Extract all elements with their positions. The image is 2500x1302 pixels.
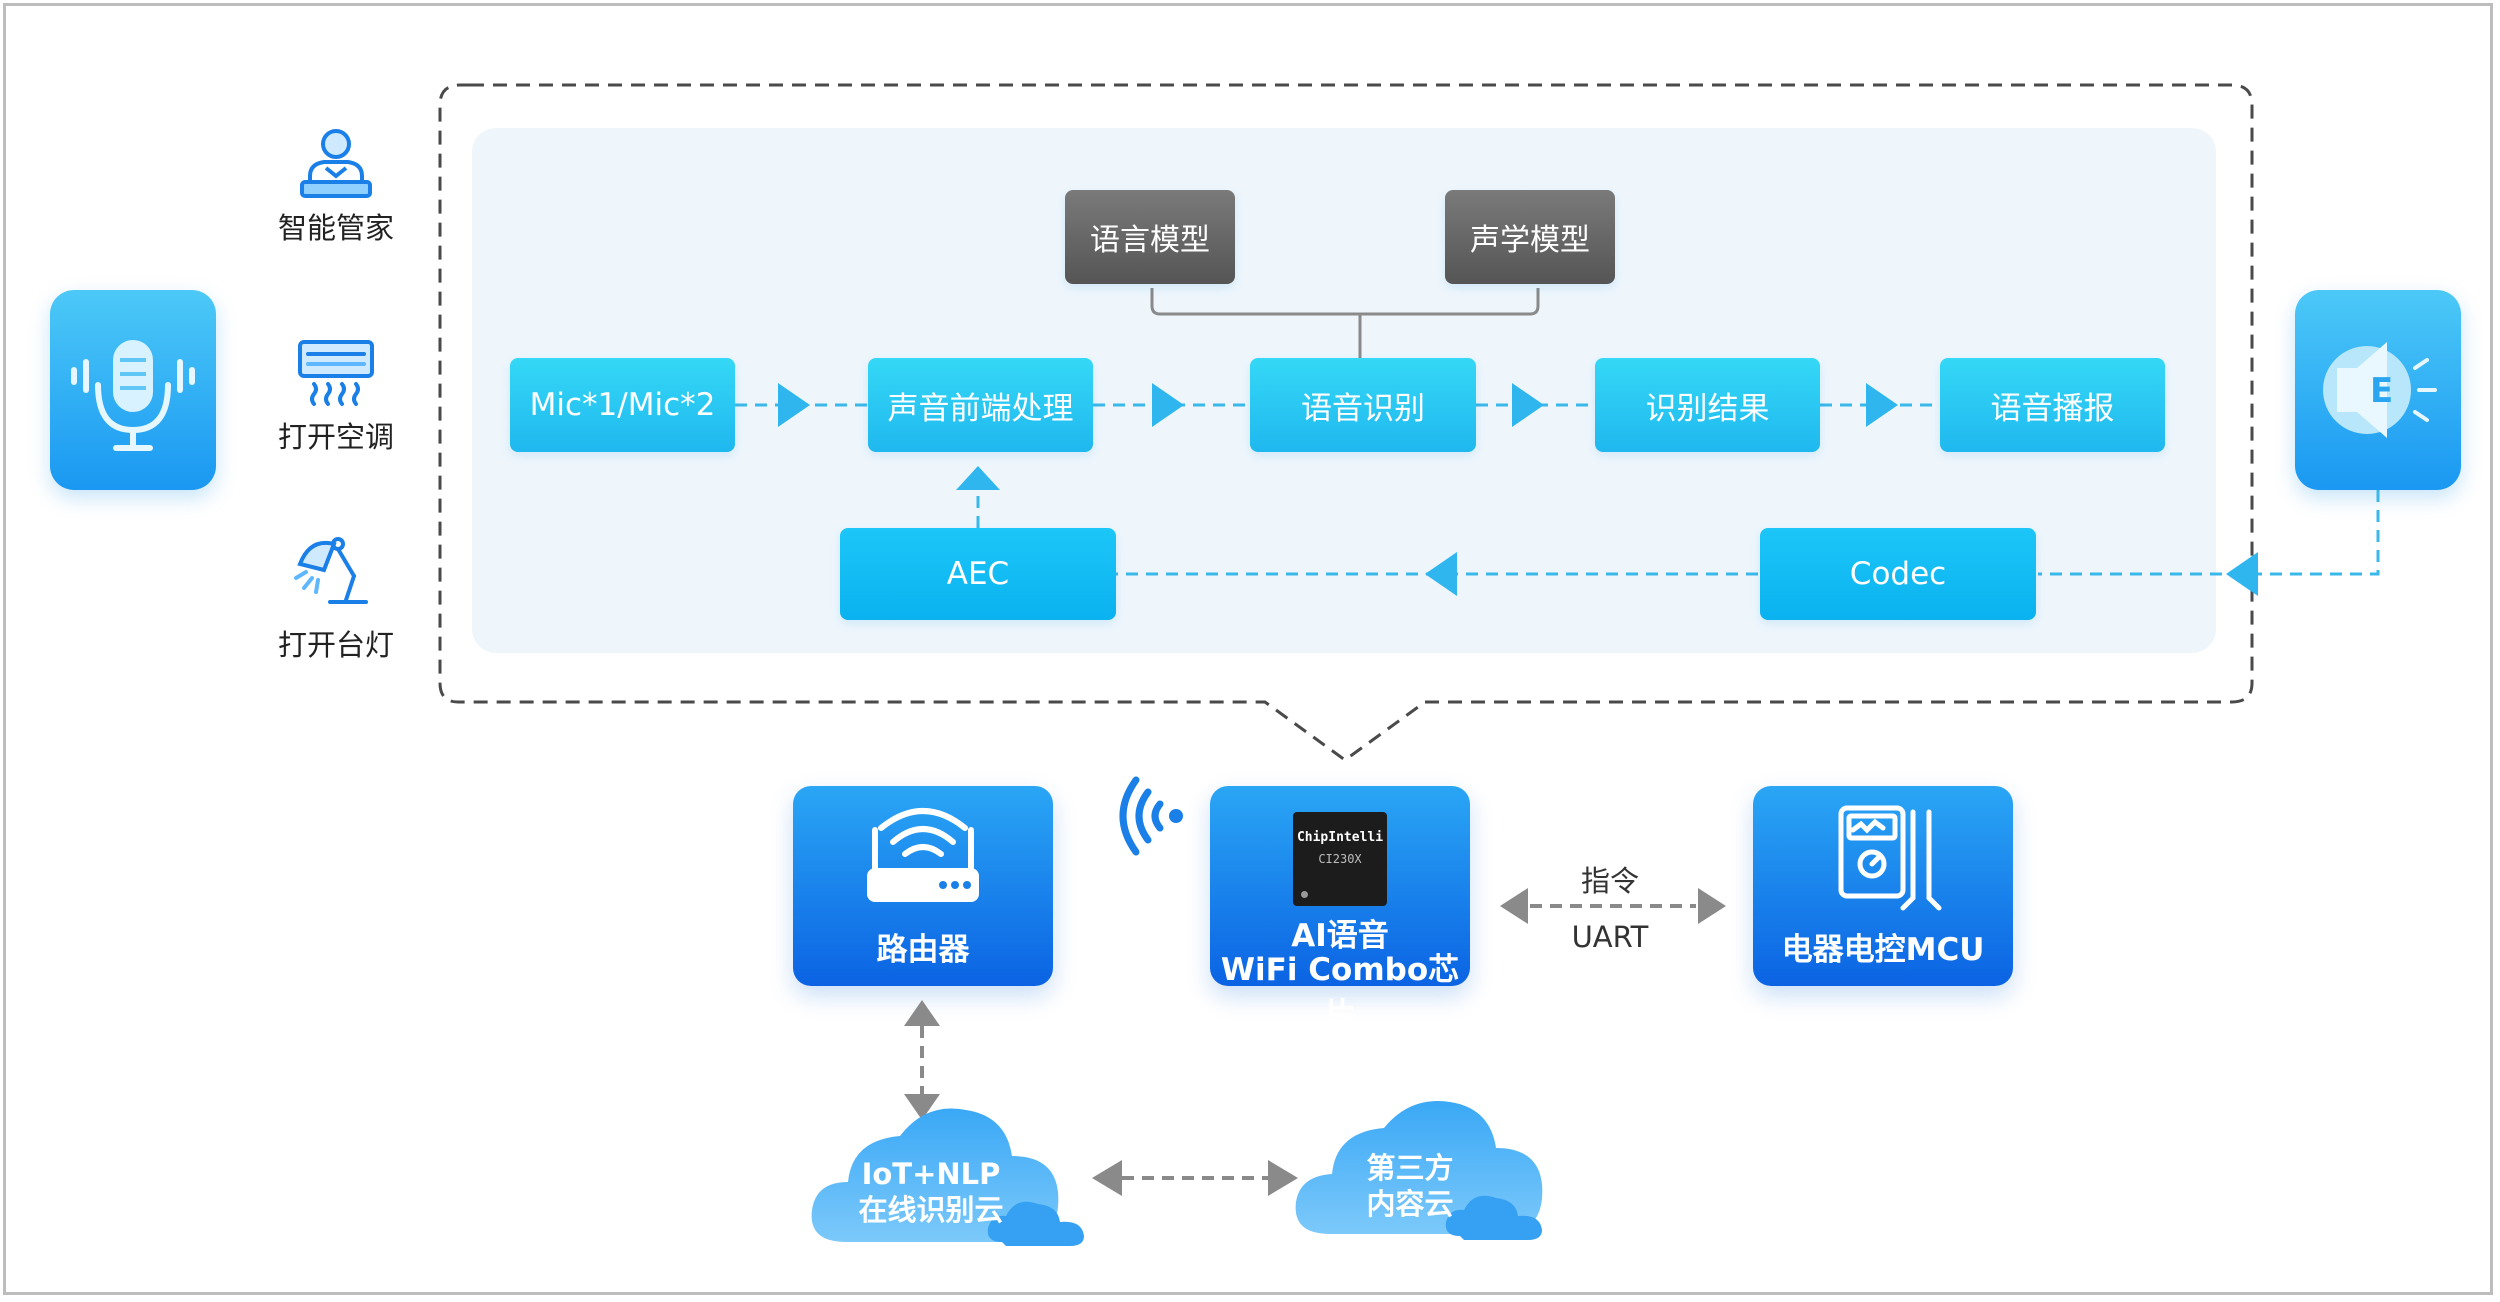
scene-label-air-conditioner: 打开空调 — [277, 420, 394, 454]
multimeter-icon — [1838, 805, 1942, 911]
cloud-arrow-left — [1092, 1160, 1122, 1196]
chip-brand-text: ChipIntelli — [1296, 830, 1384, 845]
command-label: 指令 — [1580, 864, 1639, 898]
speaker-icon: E — [2323, 342, 2437, 438]
model-bracket — [1150, 288, 1540, 316]
flow-arrow-speaker-to-codec — [2226, 552, 2258, 596]
speech-recognition-box: 语音识别 — [1250, 358, 1476, 452]
third-party-cloud-label-line1: 第三方 — [1366, 1151, 1454, 1185]
aec-label: AEC — [946, 556, 1010, 592]
router-icon — [867, 808, 979, 902]
uart-arrow-left — [1500, 888, 1528, 924]
mic-box: Mic*1/Mic*2 — [510, 358, 735, 452]
butler-icon — [300, 129, 372, 198]
uart-arrow-right — [1698, 888, 1726, 924]
air-conditioner-icon — [298, 340, 374, 406]
chip-model-text: CI230X — [1318, 852, 1362, 866]
scene-label-butler: 智能管家 — [277, 211, 394, 245]
svg-text:E: E — [2370, 371, 2393, 411]
iot-cloud-label-line1: IoT+NLP — [861, 1157, 1001, 1191]
chip-label-line2: WiFi Combo芯片 — [1220, 952, 1460, 1033]
acoustic-model-box: 声学模型 — [1445, 190, 1615, 284]
acoustic-model-label: 声学模型 — [1470, 223, 1590, 258]
language-model-box: 语言模型 — [1065, 190, 1235, 284]
router-card: 路由器 — [793, 786, 1053, 986]
flow-line-speaker-to-codec — [2038, 490, 2380, 576]
flow-arrow-3 — [1512, 383, 1544, 427]
language-model-label: 语言模型 — [1090, 223, 1210, 258]
flow-arrow-aec-up — [956, 466, 1000, 490]
router-cloud-arrow-up — [904, 1000, 940, 1026]
router-cloud-arrow-down — [904, 1094, 940, 1120]
desk-lamp-icon — [294, 537, 368, 604]
flow-arrow-2 — [1152, 383, 1184, 427]
third-party-cloud-icon — [1295, 1101, 1543, 1240]
cloud-arrow-right — [1268, 1160, 1298, 1196]
speaker-card: E — [2295, 290, 2461, 490]
aec-box: AEC — [840, 528, 1116, 620]
front-end-box: 声音前端处理 — [868, 358, 1093, 452]
outer-frame — [3, 3, 2493, 1295]
mcu-label: 电器电控MCU — [1781, 932, 1985, 968]
microphone-icon — [71, 340, 195, 451]
recognition-result-box: 识别结果 — [1595, 358, 1820, 452]
mcu-card: 电器电控MCU — [1753, 786, 2013, 986]
third-party-cloud-label-line2: 内容云 — [1366, 1187, 1454, 1221]
uart-label: UART — [1571, 920, 1649, 954]
wifi-signal-icon — [1119, 776, 1183, 856]
codec-label: Codec — [1849, 556, 1947, 592]
router-label: 路由器 — [876, 932, 970, 968]
iot-cloud-icon — [811, 1108, 1084, 1246]
chip-label-line1: AI语音 — [1291, 918, 1389, 954]
codec-box: Codec — [1760, 528, 2036, 620]
ai-voice-chip-card: ChipIntelli CI230X AI语音 WiFi Combo芯片 — [1210, 786, 1470, 1033]
iot-cloud-label-line2: 在线识别云 — [858, 1193, 1004, 1227]
chip-pin1-dot — [1301, 891, 1308, 898]
front-end-label: 声音前端处理 — [887, 390, 1074, 427]
flow-arrow-codec-to-aec — [1425, 552, 1457, 596]
flow-arrow-1 — [778, 383, 810, 427]
flow-arrow-4 — [1866, 383, 1898, 427]
recognition-result-label: 识别结果 — [1645, 390, 1770, 427]
mic-label: Mic*1/Mic*2 — [529, 387, 716, 423]
voice-broadcast-label: 语音播报 — [1990, 390, 2115, 427]
scene-label-desk-lamp: 打开台灯 — [277, 628, 394, 662]
microphone-card — [50, 290, 216, 490]
voice-broadcast-box: 语音播报 — [1940, 358, 2165, 452]
chip-icon: ChipIntelli CI230X — [1293, 812, 1387, 906]
speech-recognition-label: 语音识别 — [1301, 390, 1425, 427]
